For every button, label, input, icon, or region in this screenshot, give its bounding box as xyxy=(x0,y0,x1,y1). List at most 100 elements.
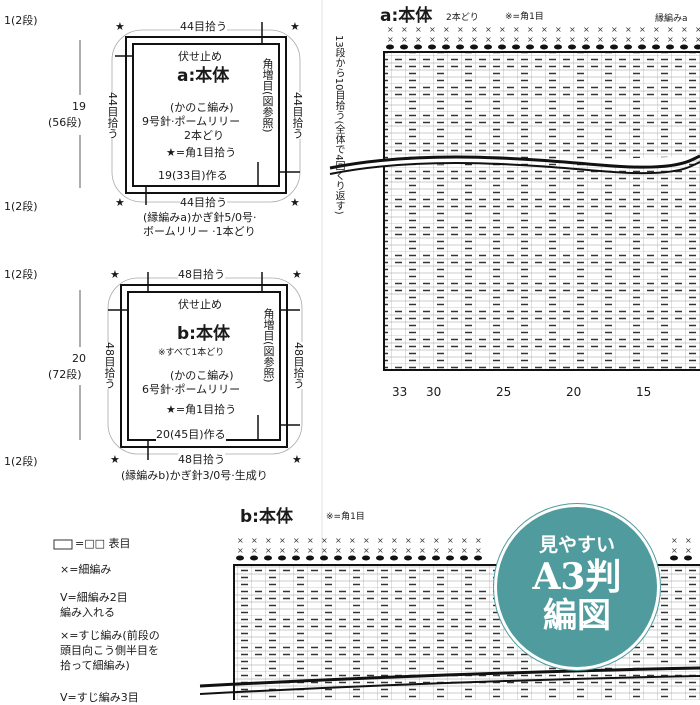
stitch-symbol: × xyxy=(555,25,562,34)
stitch-symbol: × xyxy=(293,536,300,545)
stitch-symbol: × xyxy=(541,35,548,44)
stitch-symbol: × xyxy=(429,25,436,34)
stitch-symbol: × xyxy=(443,35,450,44)
stitch-symbol: × xyxy=(681,25,688,34)
chart-a-corner-note: ※=角1目 xyxy=(505,12,544,22)
stitch-number: 30 xyxy=(426,385,442,399)
chain-stitch-mark xyxy=(278,555,286,561)
a-star-note: ★=角1目拾う xyxy=(166,146,237,159)
stitch-symbol: × xyxy=(401,25,408,34)
chain-stitch-mark xyxy=(414,44,422,50)
chain-stitch-mark xyxy=(684,555,692,561)
stitch-symbol: × xyxy=(555,35,562,44)
chain-stitch-mark xyxy=(446,555,454,561)
a-right-pick: 44目拾う xyxy=(291,92,304,139)
a-edging-1: (縁編みa)かぎ針5/0号· xyxy=(143,211,257,224)
b-height: 20 xyxy=(72,352,86,365)
chain-stitch-mark xyxy=(694,44,700,50)
stitch-symbol: × xyxy=(401,35,408,44)
b-top-pick: 48目拾う xyxy=(178,268,225,281)
star-icon: ★ xyxy=(290,20,300,33)
a-edging-2: ボームリリー ·1本どり xyxy=(143,225,256,238)
chain-stitch-mark xyxy=(512,44,520,50)
chart-b-title: b:本体 xyxy=(240,507,293,527)
chain-stitch-mark xyxy=(498,44,506,50)
chain-stitch-mark xyxy=(610,44,618,50)
stitch-symbol: × xyxy=(433,536,440,545)
stitch-symbol: × xyxy=(499,25,506,34)
chain-stitch-mark xyxy=(250,555,258,561)
b-star-note: ★=角1目拾う xyxy=(166,403,237,416)
stitch-symbol: × xyxy=(639,25,646,34)
chain-stitch-mark xyxy=(554,44,562,50)
badge-line2: A3判 xyxy=(532,556,622,598)
stitch-symbol: × xyxy=(685,546,692,555)
a-edge-bottom: 1(2段) xyxy=(4,200,38,213)
chain-stitch-mark xyxy=(582,44,590,50)
b-height-rows: (72段) xyxy=(48,368,82,381)
legend-item: ×=すじ編み(前段の 頭目向こう側半目を 拾って細編み) xyxy=(60,629,160,672)
chain-stitch-mark xyxy=(460,555,468,561)
stitch-symbol: × xyxy=(597,25,604,34)
chain-stitch-mark xyxy=(596,44,604,50)
a-cast-on: 19(33目)作る xyxy=(158,169,228,182)
stitch-symbol: × xyxy=(471,25,478,34)
a-bottom-pick: 44目拾う xyxy=(180,196,227,209)
chain-stitch-mark xyxy=(484,44,492,50)
stitch-symbol: × xyxy=(457,35,464,44)
a-strands: 2本どり xyxy=(184,129,224,142)
stitch-symbol: × xyxy=(447,536,454,545)
b-right-pick: 48目拾う xyxy=(292,342,305,389)
b-bind-off: 伏せ止め xyxy=(178,298,222,311)
legend-box xyxy=(53,539,73,550)
b-all-note: ※すべて1本どり xyxy=(158,348,225,358)
chain-stitch-mark xyxy=(638,44,646,50)
stitch-symbol: × xyxy=(639,35,646,44)
legend-item: V=すじ編み3目 xyxy=(60,691,139,704)
stitch-symbol: × xyxy=(485,35,492,44)
a-height-rows: (56段) xyxy=(48,116,82,129)
chart-a-strands: 2本どり xyxy=(446,13,479,23)
badge-line1: 見やすい xyxy=(538,534,615,556)
stitch-symbol: × xyxy=(611,35,618,44)
chain-stitch-mark xyxy=(666,44,674,50)
chain-stitch-mark xyxy=(264,555,272,561)
stitch-symbol: × xyxy=(485,25,492,34)
stitch-symbol: × xyxy=(667,35,674,44)
stitch-symbol: × xyxy=(405,536,412,545)
chain-stitch-mark xyxy=(348,555,356,561)
stitch-symbol: × xyxy=(415,25,422,34)
stitch-symbol: × xyxy=(475,546,482,555)
chain-stitch-mark xyxy=(400,44,408,50)
stitch-symbol: × xyxy=(583,25,590,34)
a-needle: 9号針·ポームリリー xyxy=(142,115,241,128)
stitch-symbol: × xyxy=(279,546,286,555)
stitch-symbol: × xyxy=(471,35,478,44)
stitch-symbol: × xyxy=(461,546,468,555)
chain-stitch-mark xyxy=(418,555,426,561)
stitch-symbol: × xyxy=(391,546,398,555)
stitch-number: 33 xyxy=(392,385,408,399)
stitch-symbol: × xyxy=(307,536,314,545)
chart-a-edging-label: 縁編みa xyxy=(655,14,688,24)
star-icon: ★ xyxy=(115,20,125,33)
stitch-symbol: × xyxy=(527,25,534,34)
stitch-symbol: × xyxy=(513,35,520,44)
star-icon: ★ xyxy=(290,196,300,209)
stitch-symbol: × xyxy=(667,25,674,34)
b-needle: 6号針·ポームリリー xyxy=(142,383,241,396)
stitch-number: 25 xyxy=(496,385,512,399)
stitch-symbol: × xyxy=(429,35,436,44)
a-edge-top: 1(2段) xyxy=(4,14,38,27)
chain-stitch-mark xyxy=(442,44,450,50)
chain-stitch-mark xyxy=(670,555,678,561)
stitch-symbol: × xyxy=(419,546,426,555)
chain-stitch-mark xyxy=(540,44,548,50)
stitch-symbol: × xyxy=(625,35,632,44)
stitch-symbol: × xyxy=(447,546,454,555)
stitch-symbol: × xyxy=(251,546,258,555)
stitch-symbol: × xyxy=(279,536,286,545)
stitch-symbol: × xyxy=(335,546,342,555)
chain-stitch-mark xyxy=(652,44,660,50)
stitch-symbol: × xyxy=(569,25,576,34)
